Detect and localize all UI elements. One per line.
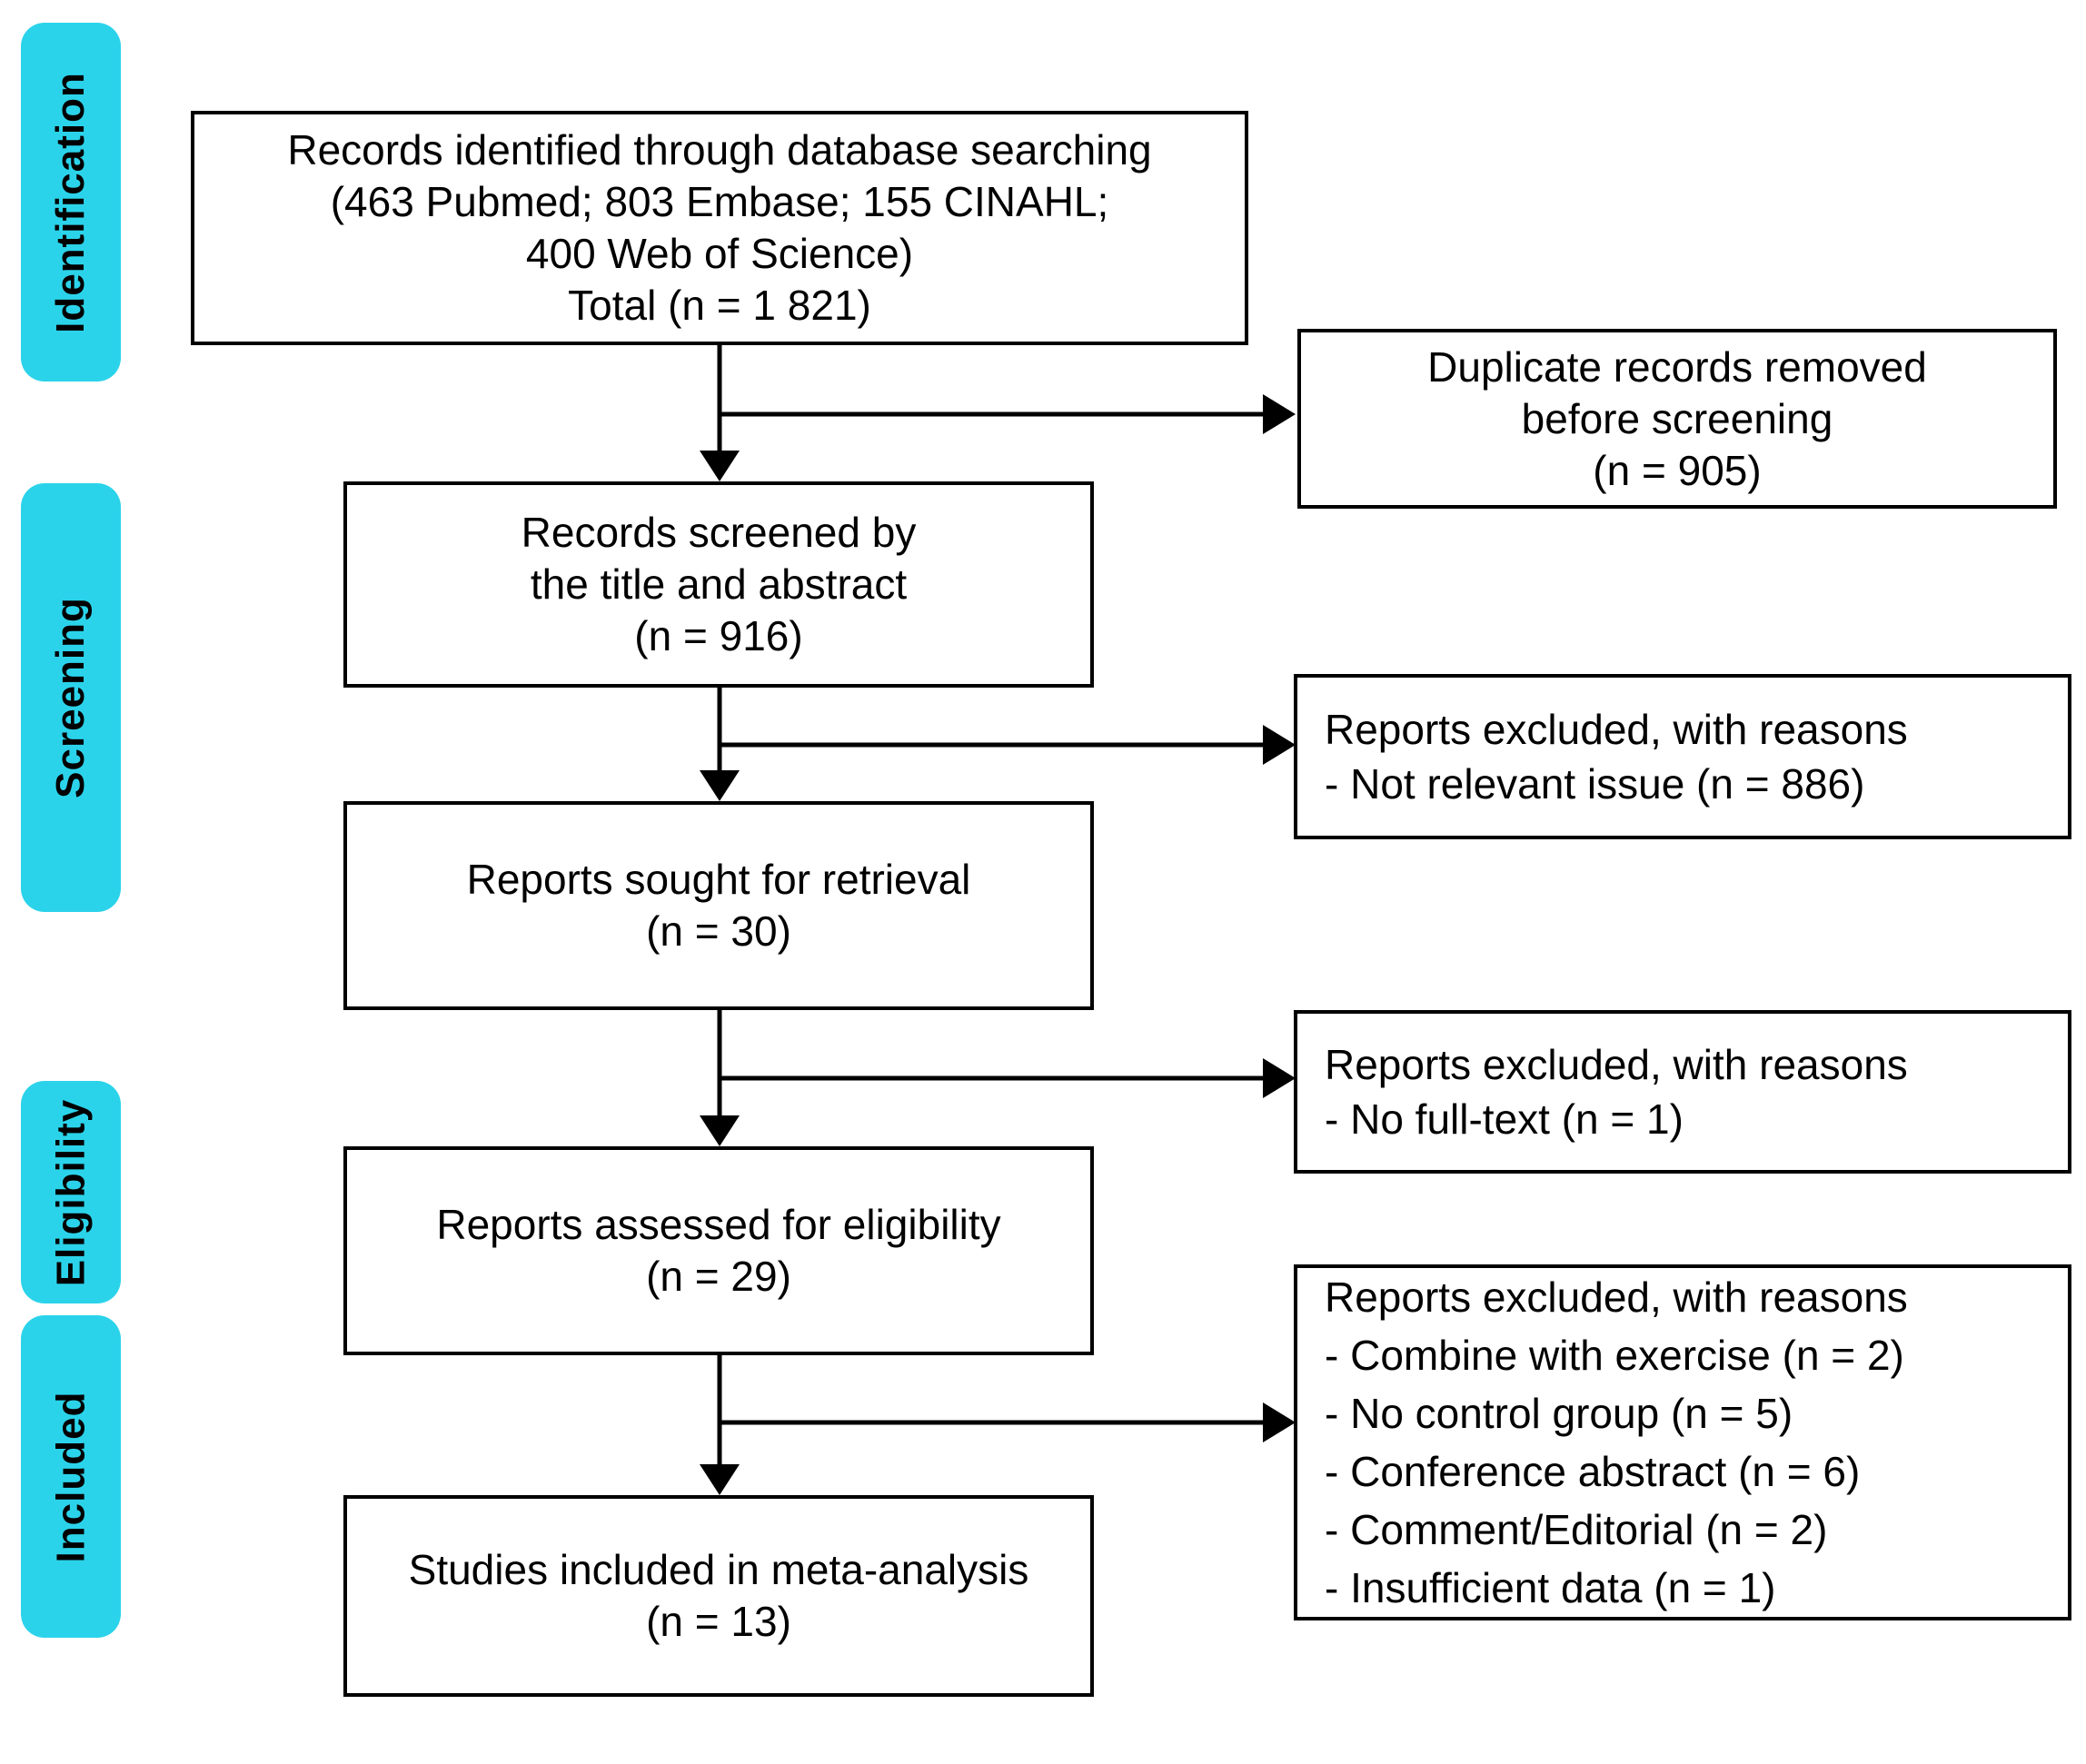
arrow-branch-eligibility-excluded bbox=[717, 1402, 1296, 1442]
box-line: Studies included in meta-analysis bbox=[408, 1546, 1029, 1593]
stage-identification: Identification bbox=[21, 23, 121, 382]
arrow-screened-to-sought bbox=[700, 688, 740, 801]
box-line: (n = 29) bbox=[646, 1253, 791, 1300]
stage-screening: Screening bbox=[21, 483, 121, 912]
box-line: (n = 916) bbox=[634, 612, 803, 659]
records-screened-box: Records screened by the title and abstra… bbox=[343, 481, 1094, 688]
box-line: Total (n = 1 821) bbox=[568, 282, 871, 329]
stage-included: Included bbox=[21, 1315, 121, 1638]
box-line: Records identified through database sear… bbox=[287, 126, 1152, 173]
box-line: the title and abstract bbox=[530, 560, 908, 608]
box-line: Reports assessed for eligibility bbox=[436, 1201, 1001, 1248]
box-line: - Not relevant issue (n = 886) bbox=[1325, 760, 1865, 808]
box-line: (n = 30) bbox=[646, 907, 791, 955]
box-line: - Conference abstract (n = 6) bbox=[1325, 1448, 1861, 1495]
stage-eligibility: Eligibility bbox=[21, 1081, 121, 1303]
arrow-branch-no-fulltext bbox=[717, 1058, 1296, 1098]
box-line: (463 Pubmed; 803 Embase; 155 CINAHL; bbox=[330, 178, 1109, 225]
box-line: Reports sought for retrieval bbox=[466, 856, 971, 903]
box-line: Reports excluded, with reasons bbox=[1325, 1041, 1908, 1088]
box-line: - Insufficient data (n = 1) bbox=[1325, 1564, 1776, 1611]
records-identified-box: Records identified through database sear… bbox=[191, 111, 1248, 345]
box-line: Reports excluded, with reasons bbox=[1325, 706, 1908, 753]
arrow-branch-duplicates bbox=[717, 394, 1296, 434]
excluded-retrieval-box: Reports excluded, with reasons - No full… bbox=[1294, 1010, 2071, 1174]
box-line: - Comment/Editorial (n = 2) bbox=[1325, 1506, 1828, 1553]
box-line: (n = 13) bbox=[646, 1598, 791, 1645]
box-line: Duplicate records removed bbox=[1427, 342, 1927, 391]
duplicates-removed-box: Duplicate records removed before screeni… bbox=[1297, 329, 2057, 509]
studies-included-box: Studies included in meta-analysis (n = 1… bbox=[343, 1495, 1094, 1697]
reports-sought-box: Reports sought for retrieval (n = 30) bbox=[343, 801, 1094, 1010]
box-line: - No control group (n = 5) bbox=[1325, 1390, 1793, 1437]
arrow-sought-to-assessed bbox=[700, 1010, 740, 1146]
excluded-eligibility-box: Reports excluded, with reasons - Combine… bbox=[1294, 1264, 2071, 1620]
arrow-assessed-to-included bbox=[700, 1355, 740, 1495]
box-line: before screening bbox=[1521, 394, 1833, 442]
box-line: Records screened by bbox=[521, 509, 917, 556]
box-line: - Combine with exercise (n = 2) bbox=[1325, 1332, 1904, 1379]
box-line: 400 Web of Science) bbox=[525, 230, 914, 277]
arrow-identified-to-screened bbox=[700, 345, 740, 481]
excluded-screening-box: Reports excluded, with reasons - Not rel… bbox=[1294, 674, 2071, 839]
arrow-branch-not-relevant bbox=[717, 725, 1296, 765]
box-line: (n = 905) bbox=[1593, 446, 1762, 494]
box-line: - No full-text (n = 1) bbox=[1325, 1095, 1684, 1143]
reports-assessed-box: Reports assessed for eligibility (n = 29… bbox=[343, 1146, 1094, 1355]
box-line: Reports excluded, with reasons bbox=[1325, 1273, 1908, 1321]
